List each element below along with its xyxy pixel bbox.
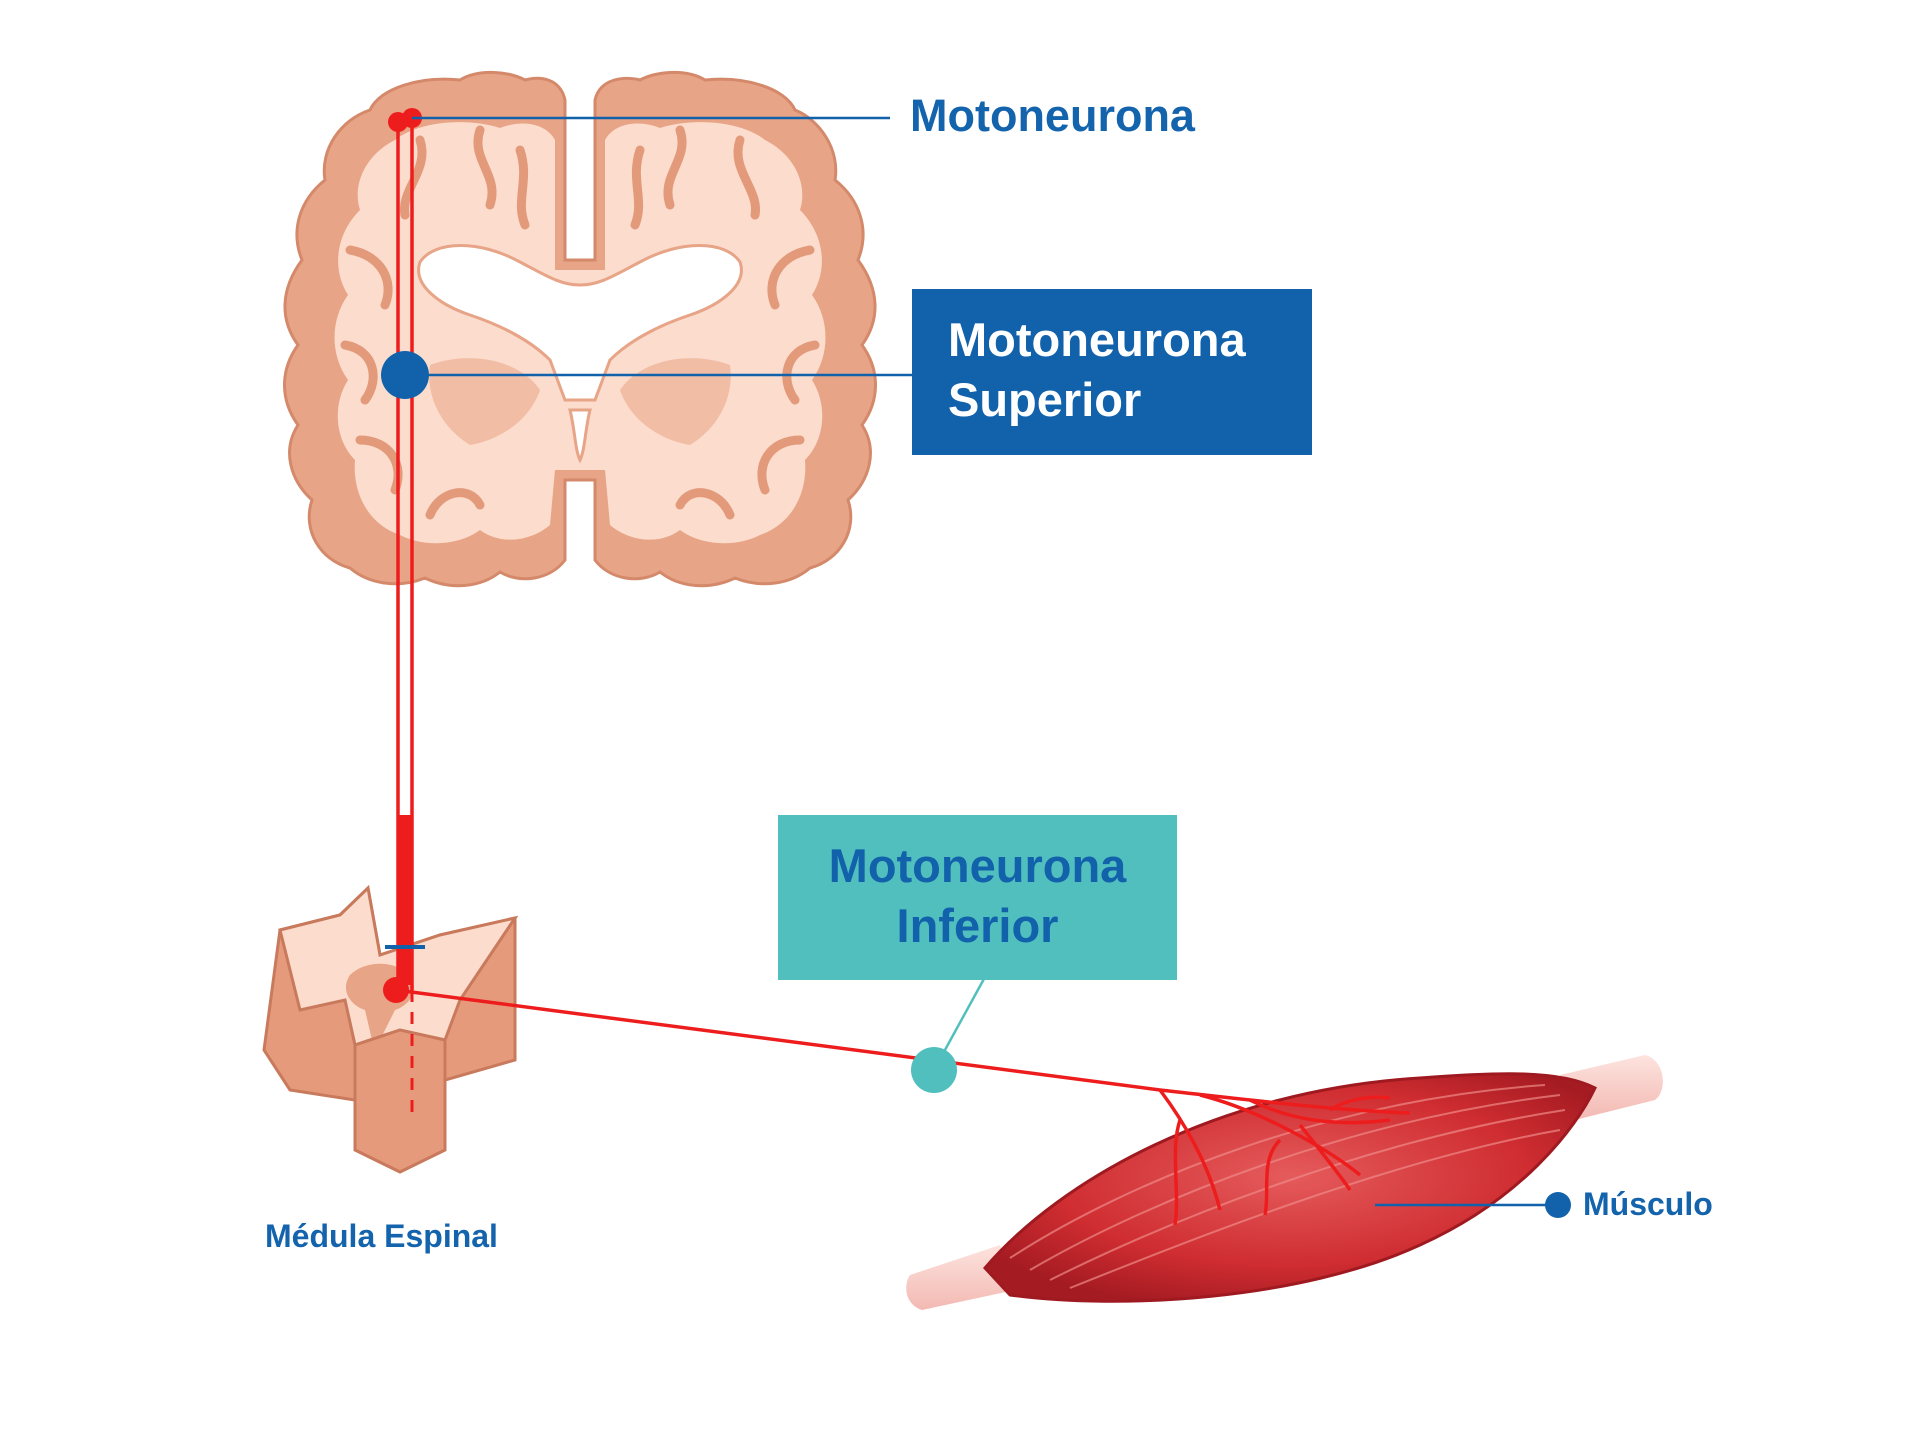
brain-third-ventricle [568,408,592,464]
muscle-icon [906,1055,1663,1310]
brain-sulci [340,125,820,520]
muscle-fibers [1009,1084,1566,1289]
axon-thick-segment [398,815,412,985]
superior-line-1: Motoneurona [948,313,1246,366]
brain-basal-ganglia-right [620,358,731,445]
muscle-tendon-left [906,1245,1015,1310]
inferior-marker [911,1047,957,1093]
spinal-cord-segment-icon [262,884,519,1174]
inferior-line-1: Motoneurona [828,839,1127,892]
superior-marker [381,351,429,399]
brain-basal-ganglia-left [429,358,540,445]
brain-longitudinal-fissure [572,85,588,250]
brain-ventricles [417,244,743,402]
muscle-belly [982,1072,1597,1303]
medula-espinal-label: Médula Espinal [265,1218,498,1254]
lower-motor-neuron-axon [395,988,1411,1226]
motoneurona-label: Motoneurona [910,90,1195,141]
superior-line-2: Superior [948,373,1142,426]
motoneurona-inferior-box: Motoneurona Inferior [778,815,1177,980]
musculo-label: Músculo [1583,1186,1713,1222]
brain-coronal-section-icon [283,70,877,588]
spinal-cord-front [353,1028,447,1174]
motoneurona-superior-box: Motoneurona Superior [912,289,1312,455]
musculo-marker [1545,1192,1571,1218]
inferior-line-2: Inferior [896,899,1059,952]
